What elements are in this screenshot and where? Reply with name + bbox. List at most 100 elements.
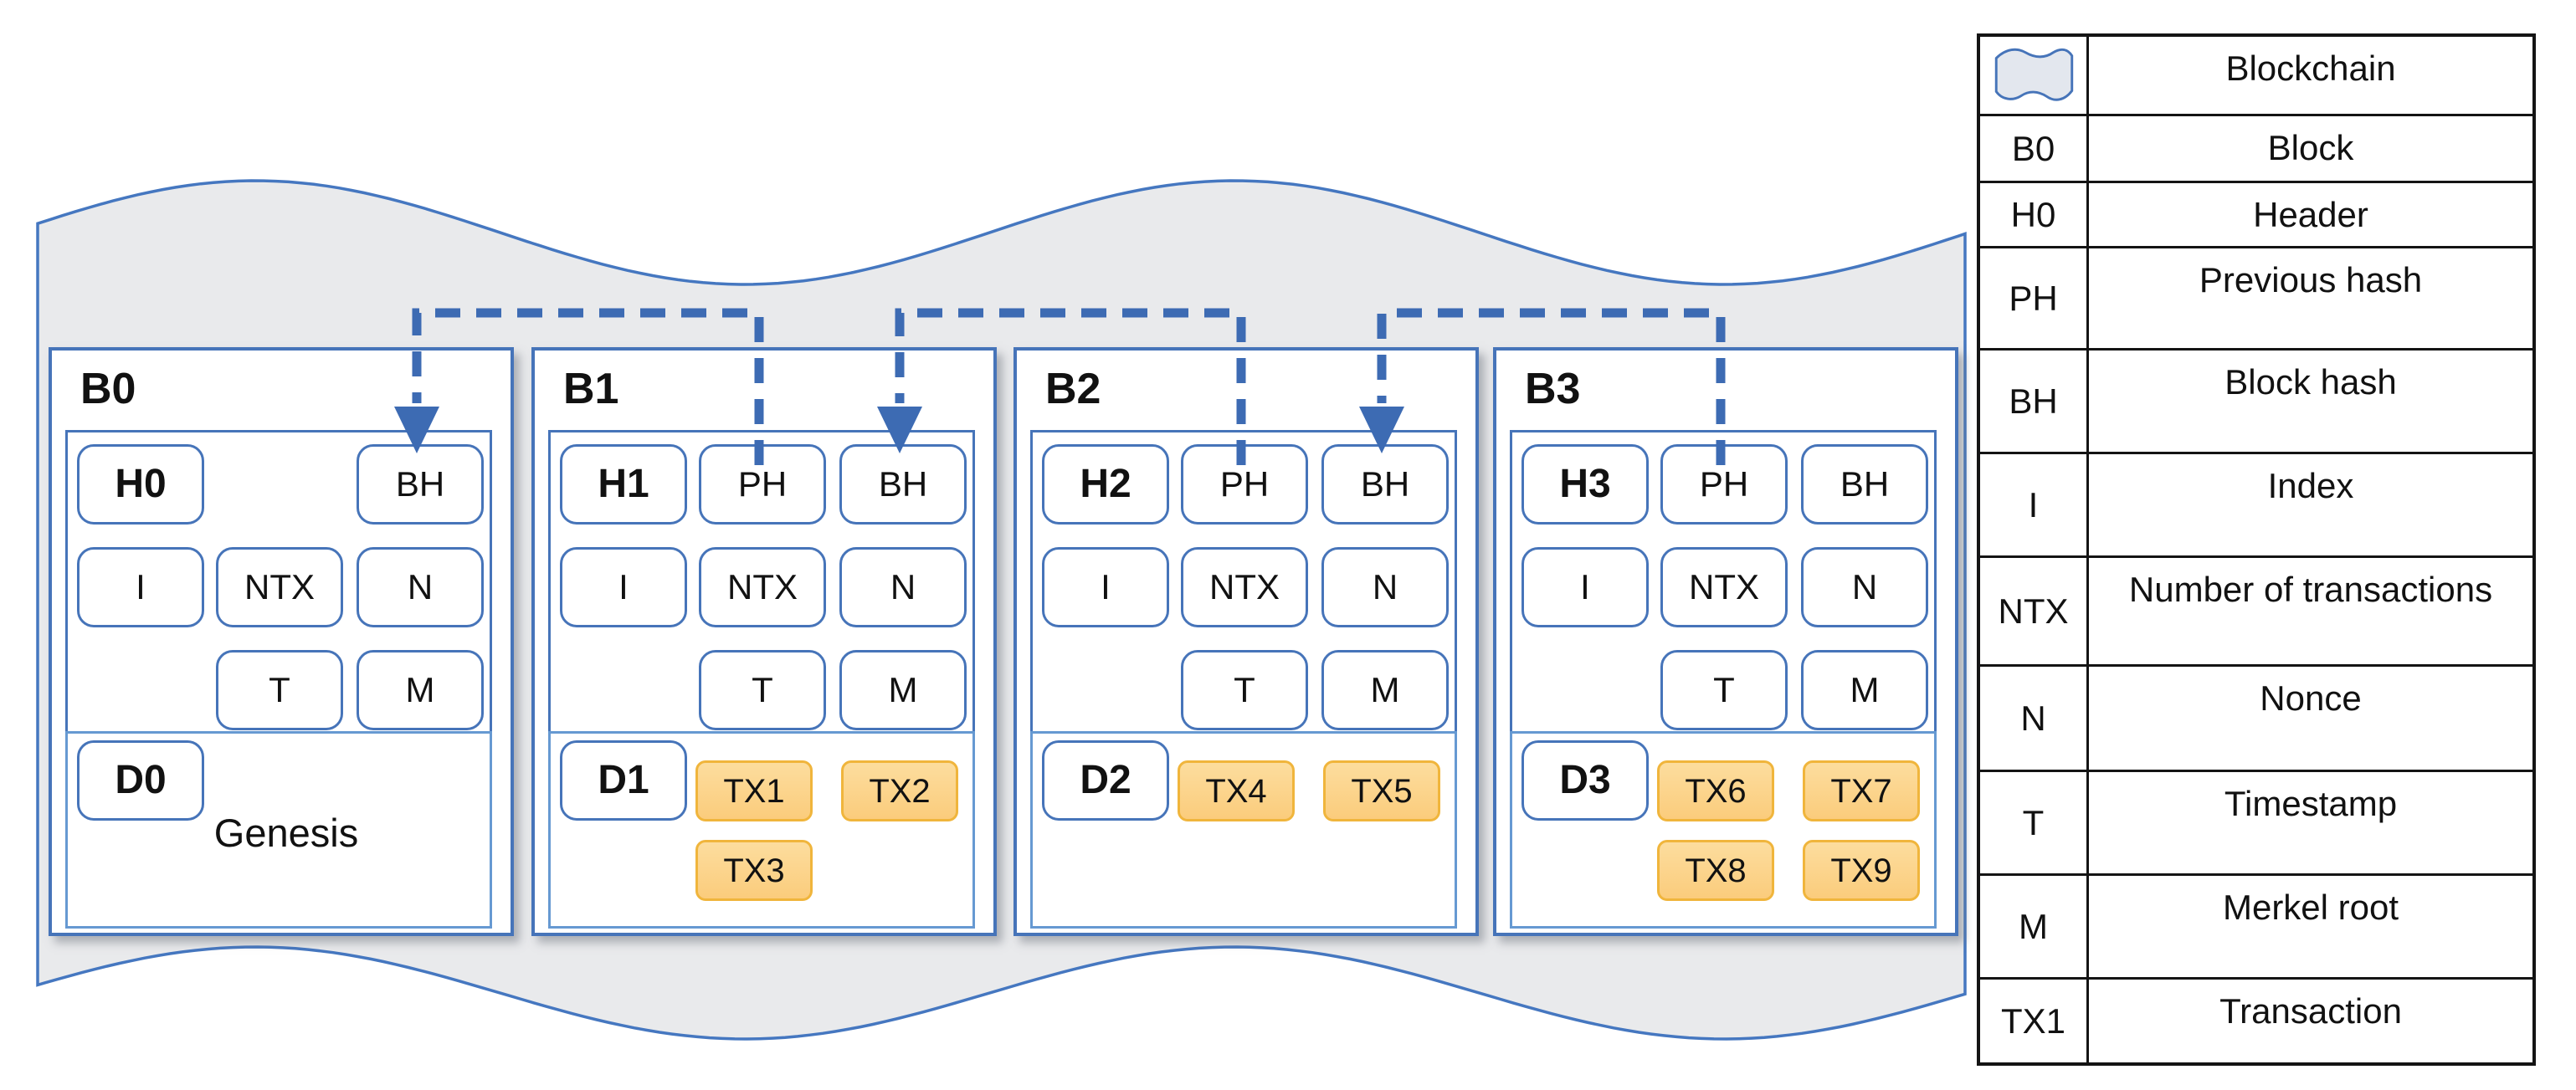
legend-key-cell: T — [1980, 772, 2089, 873]
legend-description-cell: Block hash — [2224, 362, 2397, 402]
legend-row-index: I Index — [1980, 452, 2532, 555]
legend-key-cell: H0 — [1980, 183, 2089, 246]
data-label-box: D2 — [1042, 740, 1169, 821]
legend-description-cell: Timestamp — [2224, 784, 2398, 823]
legend-key-cell: N — [1980, 667, 2089, 770]
legend-key-cell: BH — [1980, 351, 2089, 452]
arrowhead-down-icon — [877, 407, 922, 453]
legend-key-cell — [1980, 37, 2089, 114]
num-transactions-box: NTX — [216, 547, 343, 627]
legend-row-timestamp: T Timestamp — [1980, 770, 2532, 873]
block-label: B2 — [1045, 365, 1101, 413]
legend-description-cell: Index — [2267, 466, 2354, 505]
connector-b2-to-b1 — [877, 308, 1246, 465]
transaction-box: TX9 — [1803, 840, 1920, 901]
block-label: B3 — [1525, 365, 1581, 413]
legend-row-header: H0 Header — [1980, 181, 2532, 246]
genesis-text: Genesis — [213, 811, 359, 855]
legend-row-block-hash: BH Block hash — [1980, 348, 2532, 452]
index-box: I — [77, 547, 204, 627]
legend-description-cell: Merkel root — [2222, 888, 2399, 927]
block-hash-box: BH — [1801, 444, 1928, 525]
blockchain-ribbon-icon — [1980, 37, 2086, 114]
legend-row-nonce: N Nonce — [1980, 664, 2532, 770]
nonce-box: N — [1321, 547, 1449, 627]
timestamp-box: T — [1660, 650, 1788, 730]
index-box: I — [1042, 547, 1169, 627]
legend-key-cell: PH — [1980, 248, 2089, 348]
num-transactions-box: NTX — [699, 547, 826, 627]
ribbon-shape — [36, 179, 1967, 1041]
index-box: I — [560, 547, 687, 627]
legend-description-cell: Nonce — [2260, 678, 2362, 718]
legend-description-cell: Number of transactions — [2128, 570, 2493, 609]
transaction-box: TX3 — [695, 840, 813, 901]
ribbon-glyph — [1994, 48, 2073, 101]
transaction-box: TX8 — [1657, 840, 1774, 901]
merkle-root-box: M — [1321, 650, 1449, 730]
data-label-box: D1 — [560, 740, 687, 821]
legend-key-cell: NTX — [1980, 558, 2089, 664]
header-label-box: H1 — [560, 444, 687, 525]
transaction-box: TX5 — [1323, 760, 1440, 821]
transaction-box: TX4 — [1178, 760, 1295, 821]
header-label-box: H2 — [1042, 444, 1169, 525]
legend-row-number-of-transactions: NTX Number of transactions — [1980, 555, 2532, 664]
legend-description-cell: Transaction — [2219, 991, 2402, 1031]
legend-row-transaction: TX1 Transaction — [1980, 977, 2532, 1062]
data-label-box: D0 — [77, 740, 204, 821]
data-label-box: D3 — [1521, 740, 1649, 821]
index-box: I — [1521, 547, 1649, 627]
timestamp-box: T — [1181, 650, 1308, 730]
arrowhead-down-icon — [1359, 407, 1404, 453]
transaction-box: TX6 — [1657, 760, 1774, 821]
blockchain-ribbon-icon — [1994, 48, 2073, 101]
nonce-box: N — [1801, 547, 1928, 627]
connector-dashed-line — [412, 308, 764, 465]
legend-key-cell: TX1 — [1980, 980, 2089, 1062]
nonce-box: N — [357, 547, 484, 627]
timestamp-box: T — [699, 650, 826, 730]
legend-description-cell: Header — [2253, 195, 2368, 234]
merkle-root-box: M — [357, 650, 484, 730]
block-hash-box: BH — [357, 444, 484, 525]
legend-row-merkel-root: M Merkel root — [1980, 873, 2532, 977]
legend-row-previous-hash: PH Previous hash — [1980, 246, 2532, 348]
legend-key-cell: B0 — [1980, 116, 2089, 181]
block-hash-box: BH — [1321, 444, 1449, 525]
num-transactions-box: NTX — [1660, 547, 1788, 627]
header-label-box: H3 — [1521, 444, 1649, 525]
block-label: B0 — [80, 365, 136, 413]
transaction-box: TX1 — [695, 760, 813, 821]
connector-b3-to-b2 — [1359, 308, 1726, 465]
num-transactions-box: NTX — [1181, 547, 1308, 627]
legend-description-cell: Blockchain — [2225, 49, 2396, 88]
legend-description-cell: Previous hash — [2199, 260, 2423, 299]
connector-b1-to-b0 — [394, 308, 764, 465]
legend-key-cell: I — [1980, 454, 2089, 555]
arrowhead-down-icon — [394, 407, 439, 453]
legend-description-cell: Block — [2267, 128, 2354, 167]
merkle-root-box: M — [1801, 650, 1928, 730]
nonce-box: N — [839, 547, 967, 627]
transaction-box: TX7 — [1803, 760, 1920, 821]
connector-dashed-line — [895, 308, 1246, 465]
block-hash-box: BH — [839, 444, 967, 525]
block-label: B1 — [563, 365, 619, 413]
timestamp-box: T — [216, 650, 343, 730]
legend-row-blockchain: Blockchain — [1980, 37, 2532, 114]
legend-row-block: B0 Block — [1980, 114, 2532, 181]
connector-dashed-line — [1377, 308, 1726, 465]
legend-key-cell: M — [1980, 876, 2089, 977]
header-label-box: H0 — [77, 444, 204, 525]
transaction-box: TX2 — [841, 760, 958, 821]
